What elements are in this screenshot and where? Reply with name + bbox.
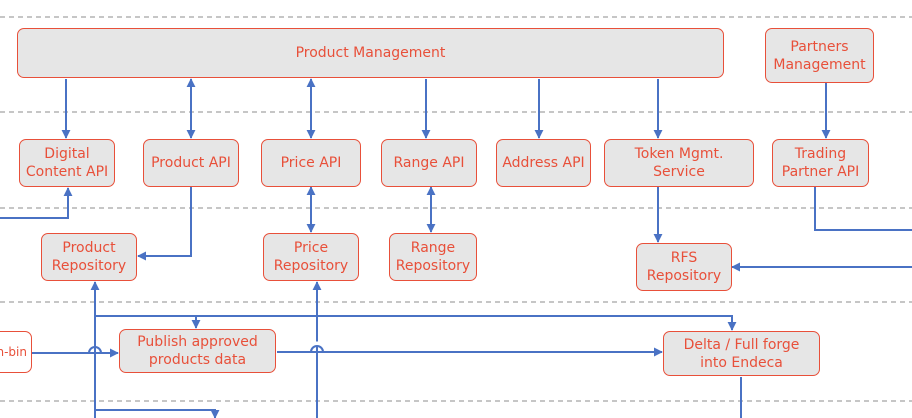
token-mgmt-service-label: Token Mgmt. Service <box>634 146 724 180</box>
range-api-box: Range API <box>381 139 477 187</box>
rfs-repository-box: RFS Repository <box>636 243 732 291</box>
publish-approved-box: Publish approved products data <box>119 329 276 373</box>
partners-management-label: Partners Management <box>773 38 866 73</box>
crossing-hop <box>88 346 102 354</box>
partners-management-box: Partners Management <box>765 28 874 83</box>
delta-full-forge-box: Delta / Full forge into Endeca <box>663 331 820 376</box>
address-api-box: Address API <box>496 139 591 187</box>
address-api-label: Address API <box>502 155 585 171</box>
arrow-repo-to-delta <box>196 315 737 331</box>
price-api-label: Price API <box>280 155 342 171</box>
price-api-box: Price API <box>261 139 361 187</box>
product-api-box: Product API <box>143 139 239 187</box>
digital-content-api-label: Digital Content API <box>25 146 109 180</box>
cut-off-source-label: n-bin <box>0 345 27 359</box>
arrow-digital-content-out <box>0 187 73 219</box>
product-repository-label: Product Repository <box>51 240 127 274</box>
cut-off-source-box: n-bin <box>0 331 32 373</box>
range-repository-box: Range Repository <box>389 233 477 281</box>
connector-bottom-left <box>95 409 220 418</box>
price-repository-label: Price Repository <box>273 240 349 274</box>
trading-partner-api-box: Trading Partner API <box>772 139 869 187</box>
digital-content-api-box: Digital Content API <box>19 139 115 187</box>
product-api-label: Product API <box>151 155 231 171</box>
product-management-box: Product Management <box>17 28 724 78</box>
range-api-label: Range API <box>393 155 465 171</box>
trading-partner-api-label: Trading Partner API <box>781 146 860 180</box>
arrow-repo-to-publish <box>95 315 201 329</box>
arrow-trading-api-out <box>814 187 912 231</box>
token-mgmt-service-box: Token Mgmt. Service <box>604 139 754 187</box>
publish-approved-label: Publish approved products data <box>137 334 258 368</box>
product-repository-box: Product Repository <box>41 233 137 281</box>
range-repository-label: Range Repository <box>395 240 471 274</box>
crossing-hop <box>310 345 324 353</box>
rfs-repository-label: RFS Repository <box>646 250 722 284</box>
product-management-label: Product Management <box>295 45 446 61</box>
price-repository-box: Price Repository <box>263 233 359 281</box>
delta-full-forge-label: Delta / Full forge into Endeca <box>683 336 800 371</box>
arrow-product-api-repository <box>137 187 192 261</box>
